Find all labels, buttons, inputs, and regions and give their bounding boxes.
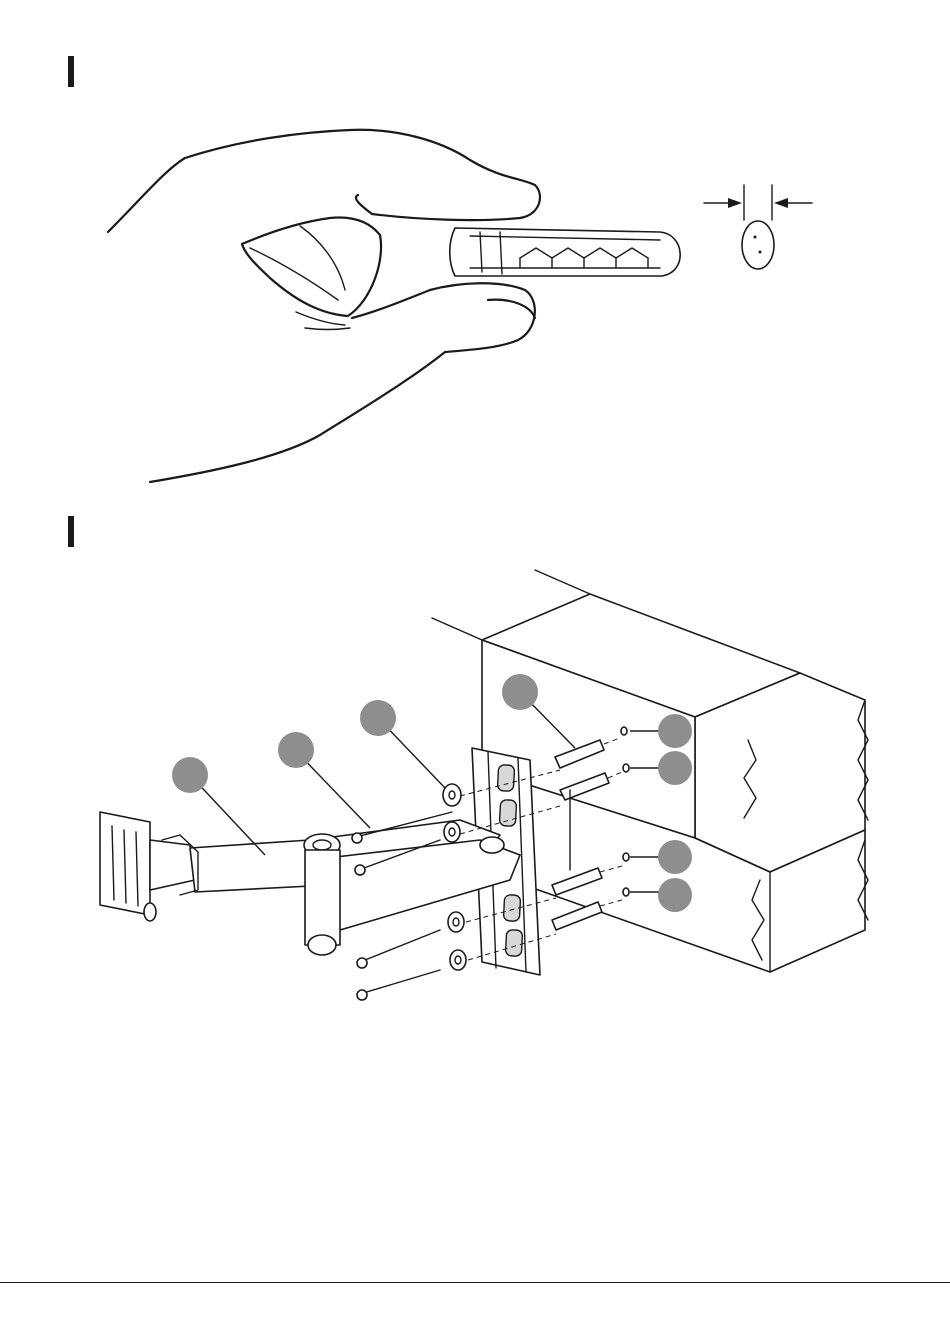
callout-hole-2 xyxy=(658,751,692,785)
drill-hole-icon xyxy=(742,221,774,269)
callout-hole-3 xyxy=(658,840,692,874)
footer-rule xyxy=(0,1282,950,1283)
callout-lag-screws xyxy=(278,732,314,768)
wall-bracket-mounting-diagram xyxy=(0,560,950,1030)
step-1-marker xyxy=(68,56,74,87)
callout-washers xyxy=(360,700,396,736)
anchor-insertion-diagram xyxy=(0,110,950,500)
callout-wall-anchors xyxy=(502,674,538,710)
callout-hole-4 xyxy=(658,878,692,912)
hand-illustration xyxy=(108,130,540,482)
drill-hole-diameter-indicator xyxy=(704,185,812,269)
wall-anchor-plug xyxy=(450,228,680,276)
callout-hole-1 xyxy=(658,714,692,748)
callout-arm-assembly xyxy=(172,757,208,793)
step-2-marker xyxy=(68,516,74,547)
